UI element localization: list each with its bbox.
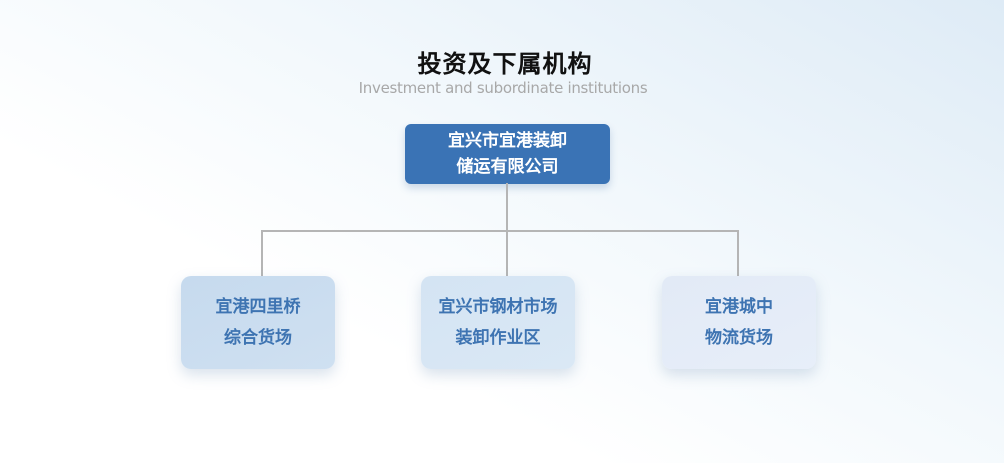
org-node-label-line2: 综合货场: [224, 327, 292, 348]
page-title: 投资及下属机构: [417, 50, 593, 78]
connector-drop-middle: [506, 230, 508, 277]
org-node-label-line1: 宜港城中: [705, 296, 773, 317]
connector-root-stem: [506, 183, 508, 232]
org-node-label-line2: 装卸作业区: [455, 327, 541, 348]
connector-drop-right: [737, 230, 739, 277]
org-node-child-chengzhong-logistics-yard: 宜港城中 物流货场: [662, 276, 816, 369]
org-node-child-sili-bridge-yard: 宜港四里桥 综合货场: [181, 276, 335, 369]
org-node-label-line2: 物流货场: [705, 327, 773, 348]
org-node-root-label-line1: 宜兴市宜港装卸: [448, 131, 567, 151]
connector-drop-left: [261, 230, 263, 277]
org-node-root-label-line2: 储运有限公司: [456, 157, 559, 177]
org-node-label-line1: 宜兴市钢材市场: [438, 296, 558, 317]
connector-horizontal-bar: [261, 230, 739, 232]
org-node-label-line1: 宜港四里桥: [215, 296, 301, 317]
org-node-root: 宜兴市宜港装卸 储运有限公司: [405, 124, 610, 184]
org-node-child-steel-market-area: 宜兴市钢材市场 装卸作业区: [421, 276, 575, 369]
page-subtitle: Investment and subordinate institutions: [358, 79, 648, 97]
